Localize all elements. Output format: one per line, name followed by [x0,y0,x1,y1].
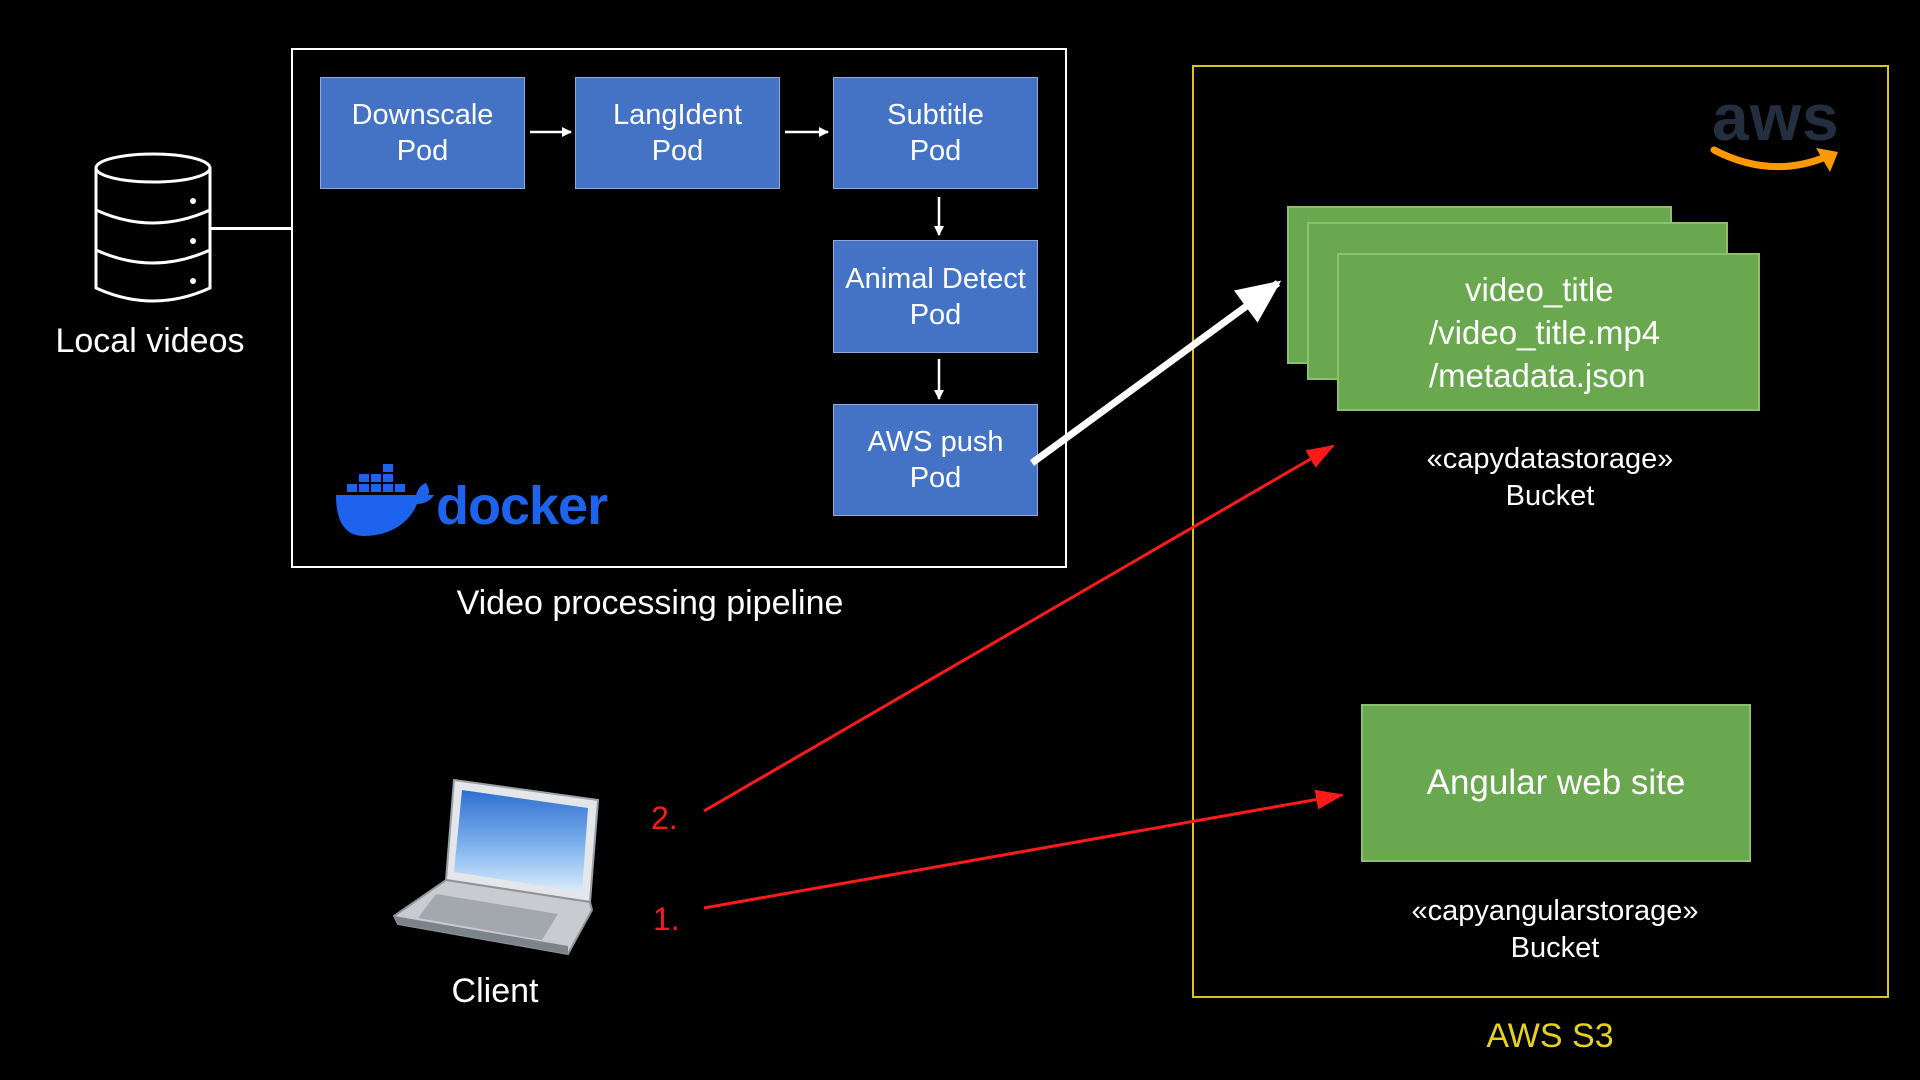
langident-pod: LangIdent Pod [575,77,780,189]
database-icon [94,152,212,303]
video-folder-name: video_title [1465,270,1614,308]
metadata-file-name: /metadata.json [1429,356,1646,394]
angular-site-label: Angular web site [1426,763,1686,802]
aws-logo-text: aws [1712,80,1840,154]
client-label: Client [451,972,539,1010]
amazon-smile-icon [1710,146,1838,172]
pod-kind: Pod [651,135,704,167]
pod-name: Downscale [351,99,494,131]
downscale-pod: Downscale Pod [320,77,525,189]
step-1-label: 1. [653,901,680,937]
pod-name: Animal Detect [845,262,1026,295]
laptop-icon [392,778,600,956]
pod-kind: Pod [909,462,962,494]
video-file-name: /video_title.mp4 [1429,313,1661,351]
web-bucket-label: «capyangularstorage» Bucket [1355,893,1755,967]
angular-site-object: Angular web site [1361,704,1751,862]
pod-kind: Pod [396,135,449,167]
local-videos-label: Local videos [55,322,245,360]
video-object: video_title /video_title.mp4 /metadata.j… [1337,253,1760,411]
pod-kind: Pod [909,298,962,331]
aws-s3-caption: AWS S3 [1486,1017,1614,1055]
source-connector [210,227,292,230]
bucket-name: «capyangularstorage» [1411,895,1699,927]
docker-whale-icon [336,464,434,536]
data-bucket-label: «capydatastorage» Bucket [1385,441,1715,515]
aws-push-pod: AWS push Pod [833,404,1038,516]
pod-kind: Pod [909,135,962,167]
pod-name: AWS push [867,426,1004,458]
docker-logo-text: docker [436,476,608,536]
bucket-name: «capydatastorage» [1426,443,1674,475]
pipeline-caption: Video processing pipeline [456,584,844,622]
bucket-type: Bucket [1505,480,1595,512]
bucket-type: Bucket [1510,932,1600,964]
subtitle-pod: Subtitle Pod [833,77,1038,189]
pod-name: LangIdent [612,99,742,131]
step-2-label: 2. [651,800,678,836]
pod-name: Subtitle [887,99,984,131]
animal-detect-pod: Animal Detect Pod [833,240,1038,353]
